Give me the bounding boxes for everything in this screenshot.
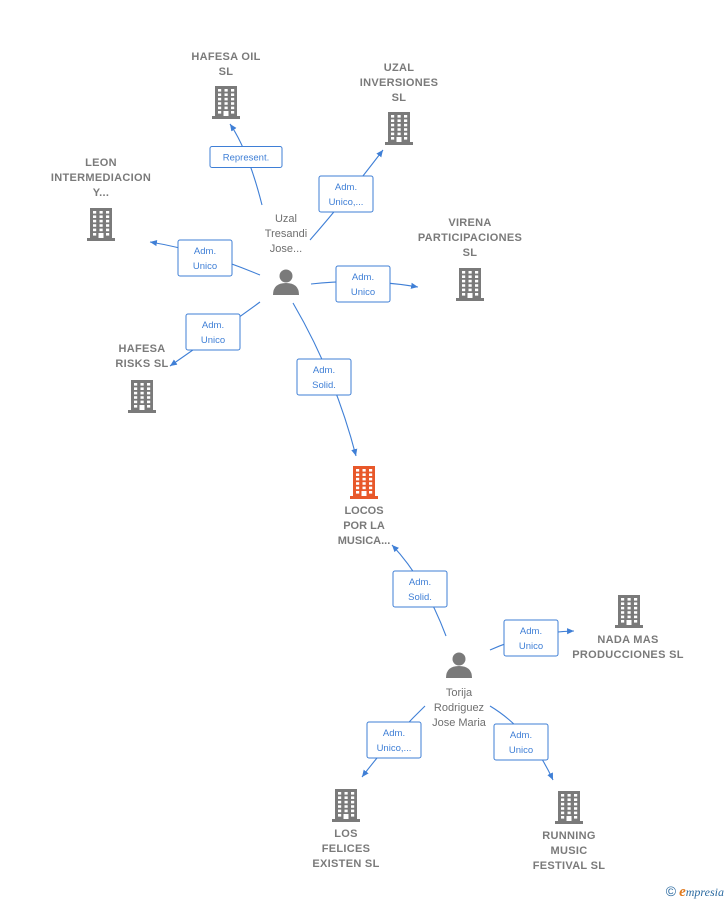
edge-label-text: Adm. — [510, 730, 532, 741]
node-label-line: RUNNING — [542, 830, 595, 842]
edge-label-text: Adm. — [335, 182, 357, 193]
building-icon — [555, 791, 583, 824]
node-label-line: SL — [219, 66, 234, 78]
building-icon — [385, 112, 413, 145]
edge-label-uzal_tresandi-to-uzal_inversiones[interactable]: Adm. Unico,... — [318, 175, 374, 213]
node-label-line: INTERMEDIACION — [51, 172, 151, 184]
edge-label-uzal_tresandi-to-hafesa_risks[interactable]: Adm. Unico — [185, 313, 241, 351]
node-locos[interactable]: LOCOS POR LA MUSICA... — [338, 466, 391, 547]
node-label-line: PRODUCCIONES SL — [572, 649, 683, 661]
edge-label-text: Adm. — [313, 365, 335, 376]
edge-label-text: Adm. — [352, 272, 374, 283]
node-label-line: LEON — [85, 157, 117, 169]
edge-label-text: Unico,... — [329, 197, 364, 208]
node-label-line: Torija — [446, 687, 473, 699]
edge-label-text: Unico,... — [377, 743, 412, 754]
person-icon — [446, 652, 472, 678]
node-label-line: PARTICIPACIONES — [418, 232, 522, 244]
person-icon — [273, 269, 299, 295]
edge-label-box — [296, 358, 352, 396]
edge-label-text: Adm. — [383, 728, 405, 739]
node-uzal_inversiones[interactable]: UZAL INVERSIONES SL — [360, 62, 439, 145]
node-virena[interactable]: VIRENA PARTICIPACIONES SL — [418, 217, 522, 301]
node-label-line: MUSIC — [551, 845, 588, 857]
edge-label-text: Unico — [351, 287, 375, 298]
node-label-line: SL — [392, 92, 407, 104]
building-icon — [615, 595, 643, 628]
node-label-line: NADA MAS — [597, 634, 658, 646]
node-label-line: Rodriguez — [434, 702, 484, 714]
edge-label-text: Solid. — [312, 380, 336, 391]
edge-labels-layer: Represent.Adm.Unico,...Adm.UnicoAdm.Unic… — [177, 146, 559, 761]
node-label-line: Tresandi — [265, 228, 307, 240]
edge-label-box — [493, 723, 549, 761]
edge-label-text: Solid. — [408, 592, 432, 603]
node-leon_intermediacion[interactable]: LEON INTERMEDIACION Y... — [51, 157, 151, 241]
building-icon — [332, 789, 360, 822]
node-hafesa_oil[interactable]: HAFESA OIL SL — [191, 51, 260, 119]
node-label-line: Jose Maria — [432, 717, 487, 729]
building-icon — [350, 466, 378, 499]
node-label-line: POR LA — [343, 520, 385, 532]
node-label-line: Y... — [93, 187, 110, 199]
edge-label-uzal_tresandi-to-leon_intermediacion[interactable]: Adm. Unico — [177, 239, 233, 277]
edge-label-uzal_tresandi-to-locos[interactable]: Adm. Solid. — [296, 358, 352, 396]
node-label-line: SL — [463, 247, 478, 259]
node-label-line: FELICES — [322, 843, 371, 855]
building-icon — [87, 208, 115, 241]
brand-initial: e — [679, 884, 686, 900]
node-label-line: Uzal — [275, 213, 297, 225]
node-label-line: LOS — [334, 828, 358, 840]
node-label-line: HAFESA OIL — [191, 51, 260, 63]
node-label-line: VIRENA — [448, 217, 491, 229]
node-los_felices[interactable]: LOS FELICES EXISTEN SL — [312, 789, 379, 870]
building-icon — [212, 86, 240, 119]
edge-label-box — [366, 721, 422, 759]
edge-label-torija-to-locos[interactable]: Adm. Solid. — [392, 570, 448, 608]
node-uzal_tresandi[interactable]: UzalTresandiJose... — [265, 213, 307, 295]
edge-label-torija-to-running[interactable]: Adm. Unico — [493, 723, 549, 761]
node-hafesa_risks[interactable]: HAFESA RISKS SL — [115, 343, 168, 413]
node-label-line: HAFESA — [118, 343, 165, 355]
edge-label-text: Adm. — [202, 320, 224, 331]
edge-label-box — [503, 619, 559, 657]
edge-label-box — [392, 570, 448, 608]
node-running[interactable]: RUNNING MUSIC FESTIVAL SL — [533, 791, 606, 872]
edge-label-torija-to-nada_mas[interactable]: Adm. Unico — [503, 619, 559, 657]
edge-label-box — [318, 175, 374, 213]
edge-label-box — [335, 265, 391, 303]
edge-label-text: Unico — [193, 261, 217, 272]
node-label-line: MUSICA... — [338, 535, 391, 547]
node-label-line: Jose... — [270, 243, 302, 255]
edge-label-text: Unico — [509, 745, 533, 756]
node-label-line: FESTIVAL SL — [533, 860, 606, 872]
edge-label-text: Unico — [519, 641, 543, 652]
brand-name: mpresia — [685, 885, 724, 899]
edge-label-box — [209, 146, 283, 168]
edge-label-text: Adm. — [520, 626, 542, 637]
nodes-layer: HAFESA OIL SL UZAL INVERSIONES SL LEON INTERME… — [51, 51, 684, 872]
building-icon — [456, 268, 484, 301]
edge-label-text: Adm. — [194, 246, 216, 257]
edges-layer — [149, 123, 575, 781]
edge-label-uzal_tresandi-to-virena[interactable]: Adm. Unico — [335, 265, 391, 303]
copyright-icon: © — [665, 883, 677, 899]
edge-label-text: Adm. — [409, 577, 431, 588]
edge-label-text: Unico — [201, 335, 225, 346]
node-label-line: INVERSIONES — [360, 77, 439, 89]
brand-logo[interactable]: ©empresia — [666, 883, 724, 901]
edge-label-uzal_tresandi-to-hafesa_oil[interactable]: Represent. — [209, 146, 283, 168]
node-nada_mas[interactable]: NADA MAS PRODUCCIONES SL — [572, 595, 683, 661]
node-label-line: LOCOS — [344, 505, 383, 517]
building-icon — [128, 380, 156, 413]
edge-label-text: Represent. — [223, 152, 269, 163]
edge-label-box — [177, 239, 233, 277]
node-label-line: EXISTEN SL — [312, 858, 379, 870]
edge-label-torija-to-los_felices[interactable]: Adm. Unico,... — [366, 721, 422, 759]
node-label-line: RISKS SL — [115, 358, 168, 370]
node-label-line: UZAL — [384, 62, 415, 74]
edge-label-box — [185, 313, 241, 351]
